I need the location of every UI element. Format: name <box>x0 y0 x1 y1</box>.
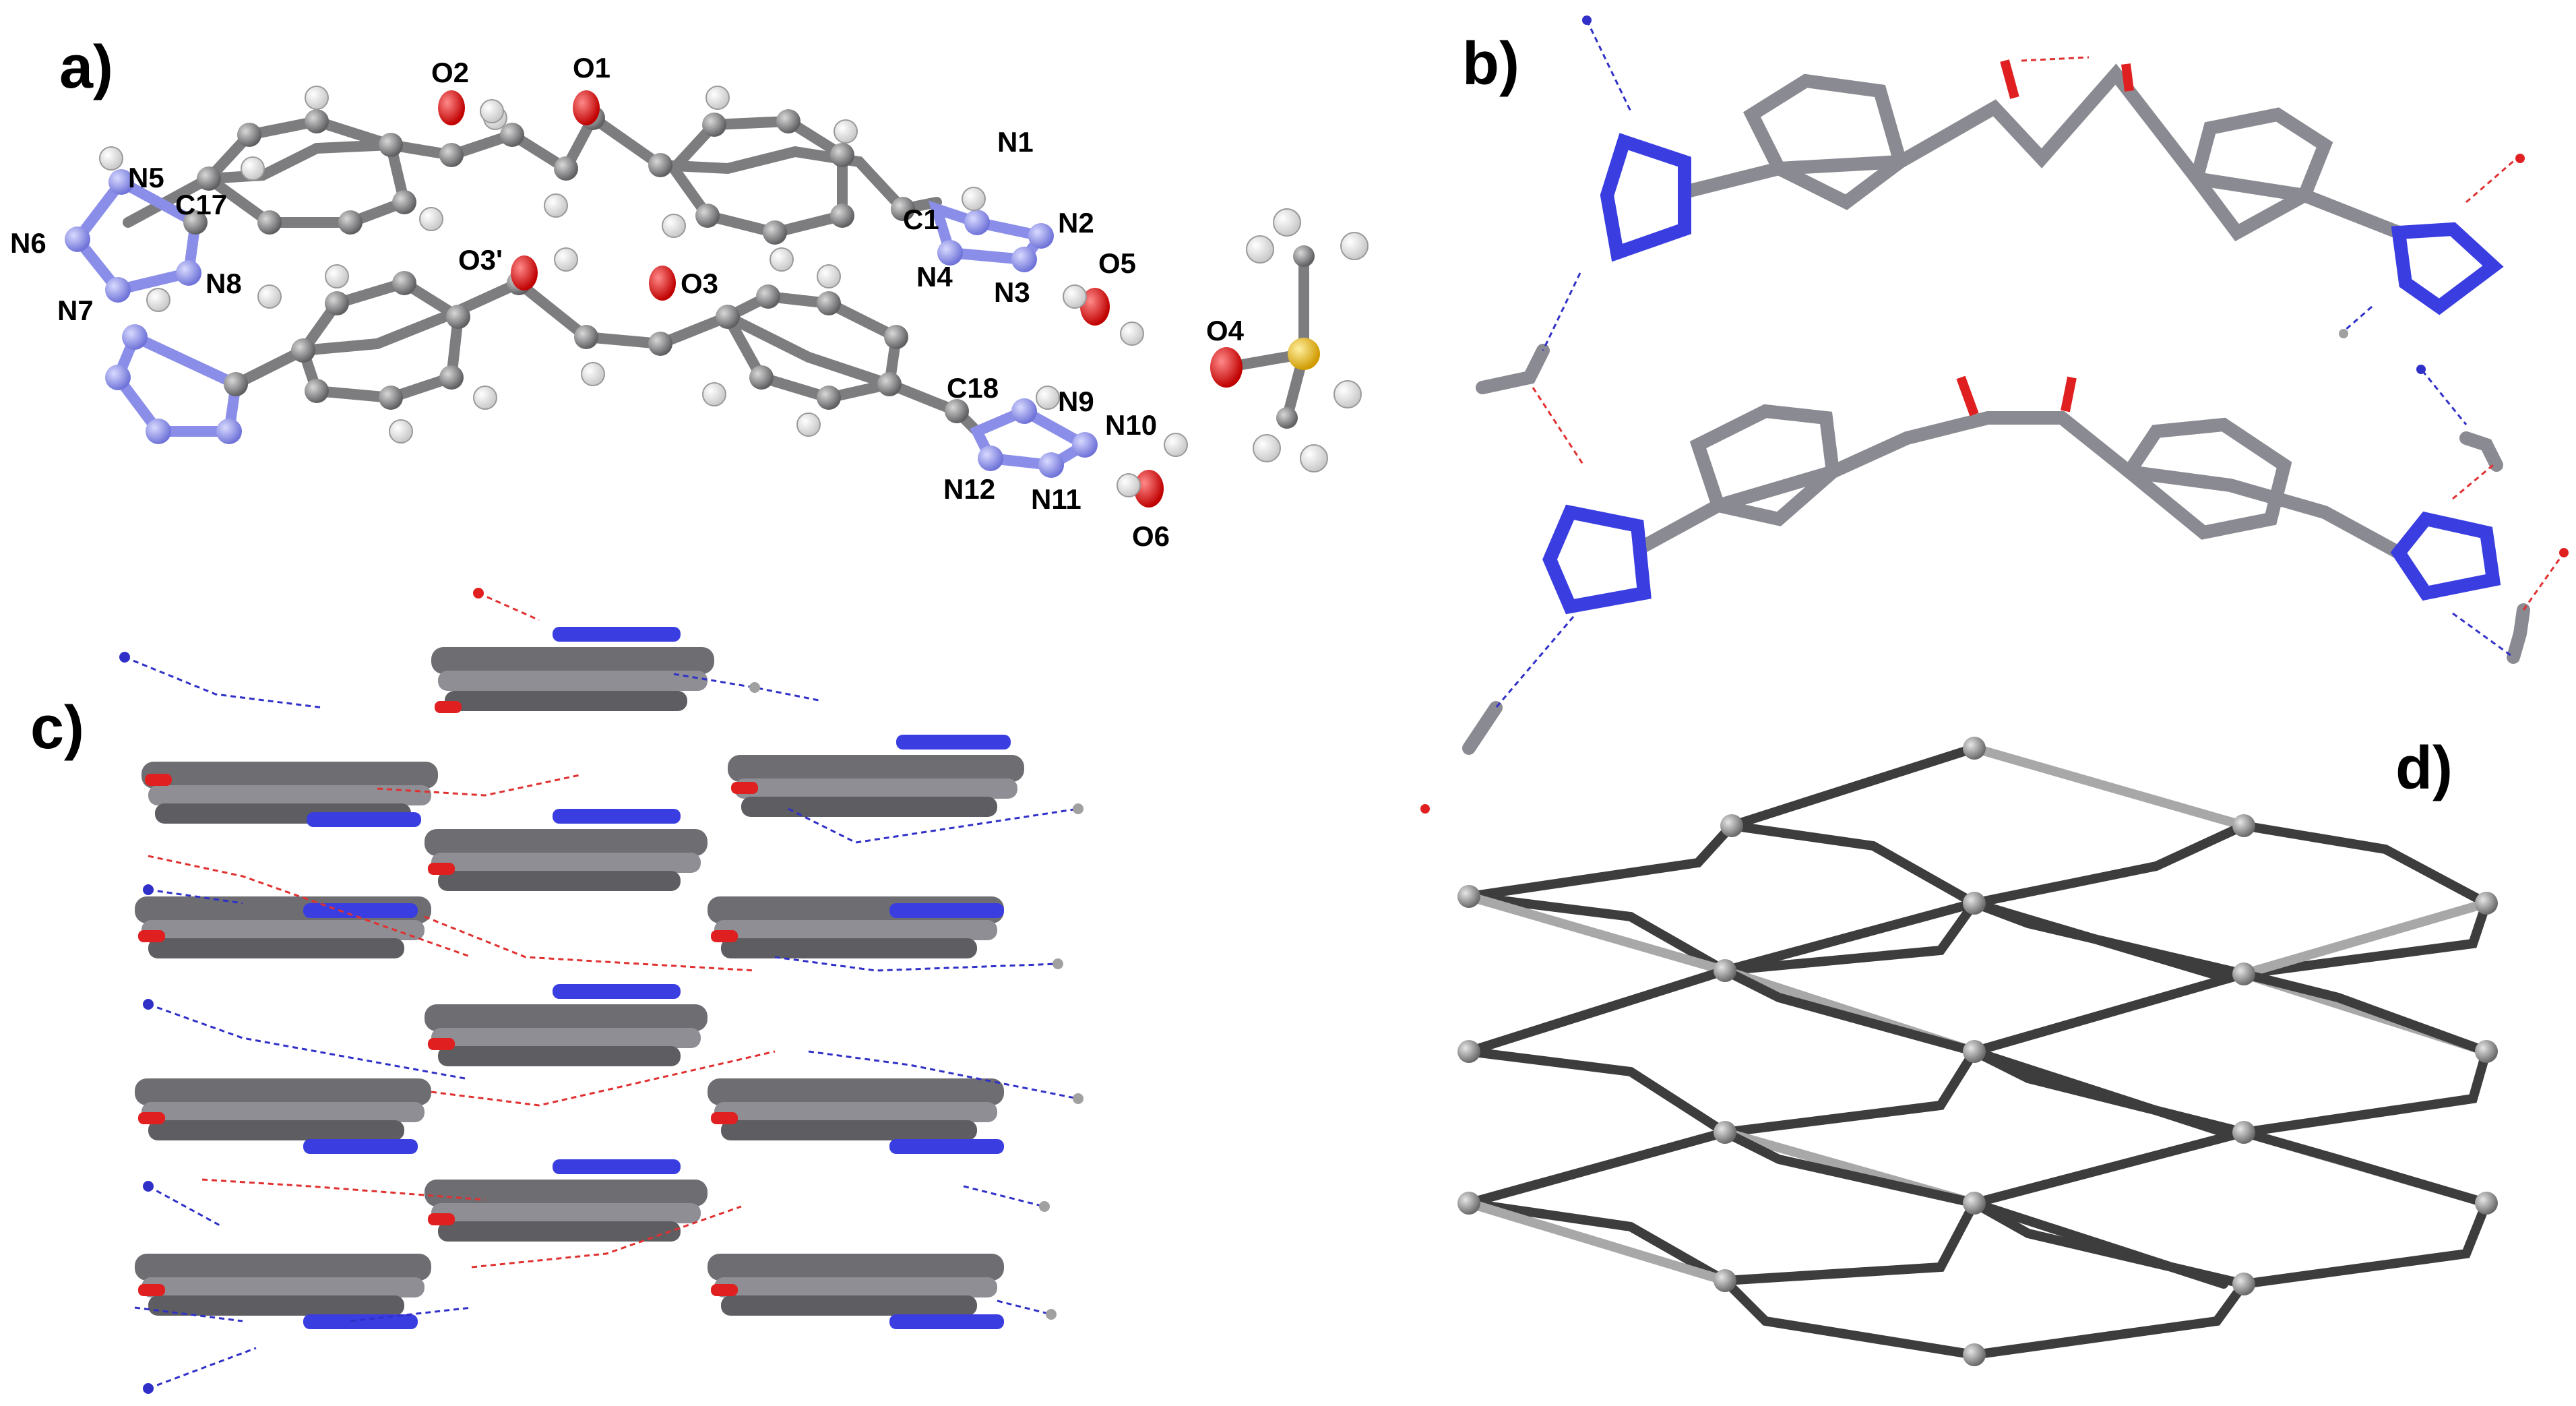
b-hbond-8 <box>2452 464 2494 500</box>
atom-label-n7: N7 <box>57 295 94 326</box>
c-stack-left-4 <box>135 1254 431 1329</box>
atom-label-n10: N10 <box>1105 409 1157 441</box>
b-upper-backbone <box>1678 63 2406 239</box>
b-water-left <box>1476 344 1550 394</box>
c-stack-mid-2 <box>425 809 708 891</box>
atom-label-n4: N4 <box>916 261 953 293</box>
b-lower-left-ring <box>1689 404 1840 526</box>
b-hbond-10 <box>2452 612 2514 659</box>
c-stack-right-1 <box>728 735 1024 817</box>
c-stack-right-4 <box>708 1254 1004 1329</box>
b-water-bottom-left <box>1462 701 1503 755</box>
atom-label-n3: N3 <box>994 276 1030 308</box>
atom-label-n9: N9 <box>1058 386 1094 417</box>
b-hbond-1 <box>1585 20 1632 112</box>
panel-b-label: b) <box>1462 30 1519 98</box>
b-lower-right-ring <box>2120 417 2292 540</box>
atom-label-c1: C1 <box>903 204 939 235</box>
atom-label-n11: N11 <box>1031 483 1081 515</box>
c-stack-left-1 <box>142 762 438 827</box>
atom-label-o5: O5 <box>1098 247 1136 279</box>
atom-label-c17: C17 <box>175 189 227 220</box>
atom-label-o6: O6 <box>1132 520 1170 552</box>
b-hbond-9 <box>2522 552 2565 611</box>
atom-label-n1: N1 <box>997 126 1034 158</box>
c-stack-mid-4 <box>425 1159 708 1242</box>
b-hbond-11 <box>1495 616 1575 708</box>
b-hbond-3 <box>1532 387 1585 466</box>
oxygen-atoms <box>438 90 1243 508</box>
b-water-right-top <box>2459 431 2503 472</box>
c-small-atoms <box>119 588 1083 1394</box>
b-hbond-4 <box>2021 56 2090 62</box>
b-hbond-6 <box>2344 305 2373 332</box>
atom-labels-a: O2 O1 N5 C17 N6 N7 N8 C1 N1 N2 N4 N3 O5 … <box>10 52 1245 552</box>
atom-label-n5: N5 <box>128 162 164 193</box>
b-upper-right-ring <box>2189 107 2333 241</box>
c-stack-right-2 <box>708 896 1004 958</box>
nitrogen-atoms <box>65 169 1098 478</box>
lower-left-tetrazole-ring <box>111 330 242 437</box>
b-lower-left-azole <box>1542 504 1652 615</box>
c-hbond-network <box>124 592 1079 1390</box>
atom-label-o3: O3 <box>681 268 718 299</box>
b-upper-left-azole <box>1600 133 1691 262</box>
atom-label-c18: C18 <box>947 372 999 404</box>
panel-c-label: c) <box>30 694 84 762</box>
atom-label-n12: N12 <box>943 473 995 505</box>
b-hbond-5 <box>2465 157 2517 204</box>
panel-a-label: a) <box>59 34 113 101</box>
b-hbond-7 <box>2421 370 2468 425</box>
b-hbond-2 <box>1542 272 1581 351</box>
c-stack-right-3 <box>708 1078 1004 1154</box>
atom-label-o1: O1 <box>573 52 610 84</box>
b-lower-right-azole <box>2390 511 2501 601</box>
d-network-nodes <box>1457 737 2498 1366</box>
c-stack-grid <box>135 627 1024 1329</box>
atom-label-n8: N8 <box>206 268 242 299</box>
atom-label-n6: N6 <box>10 227 46 259</box>
panel-b-structure: b) <box>1420 16 2569 814</box>
c-stack-left-3 <box>135 1078 431 1154</box>
d-network-edges <box>1464 743 2491 1359</box>
panel-d-network: d) <box>1457 735 2498 1366</box>
atom-label-o3-prime: O3' <box>458 244 503 276</box>
atom-label-o4: O4 <box>1206 315 1245 346</box>
c-stack-left-2 <box>135 896 431 958</box>
b-water-right-bottom <box>2507 603 2530 664</box>
c-stack-mid-3 <box>425 984 708 1066</box>
panel-d-label: d) <box>2395 735 2453 802</box>
b-upper-right-azole <box>2391 222 2504 315</box>
carbon-atoms <box>183 106 1315 429</box>
panel-c-packing: c) <box>30 588 1083 1394</box>
atom-label-n2: N2 <box>1058 207 1094 239</box>
hydrogen-atoms <box>99 86 1369 497</box>
c-stack-mid-1 <box>431 627 714 713</box>
panel-a-structure: a) O2 O1 N5 C17 N6 N7 N8 C1 N1 N2 N4 N3 … <box>10 34 1369 552</box>
b-upper-left-ring <box>1742 73 1908 210</box>
atom-label-o2: O2 <box>431 57 469 88</box>
sulfur-atom <box>1288 338 1320 370</box>
